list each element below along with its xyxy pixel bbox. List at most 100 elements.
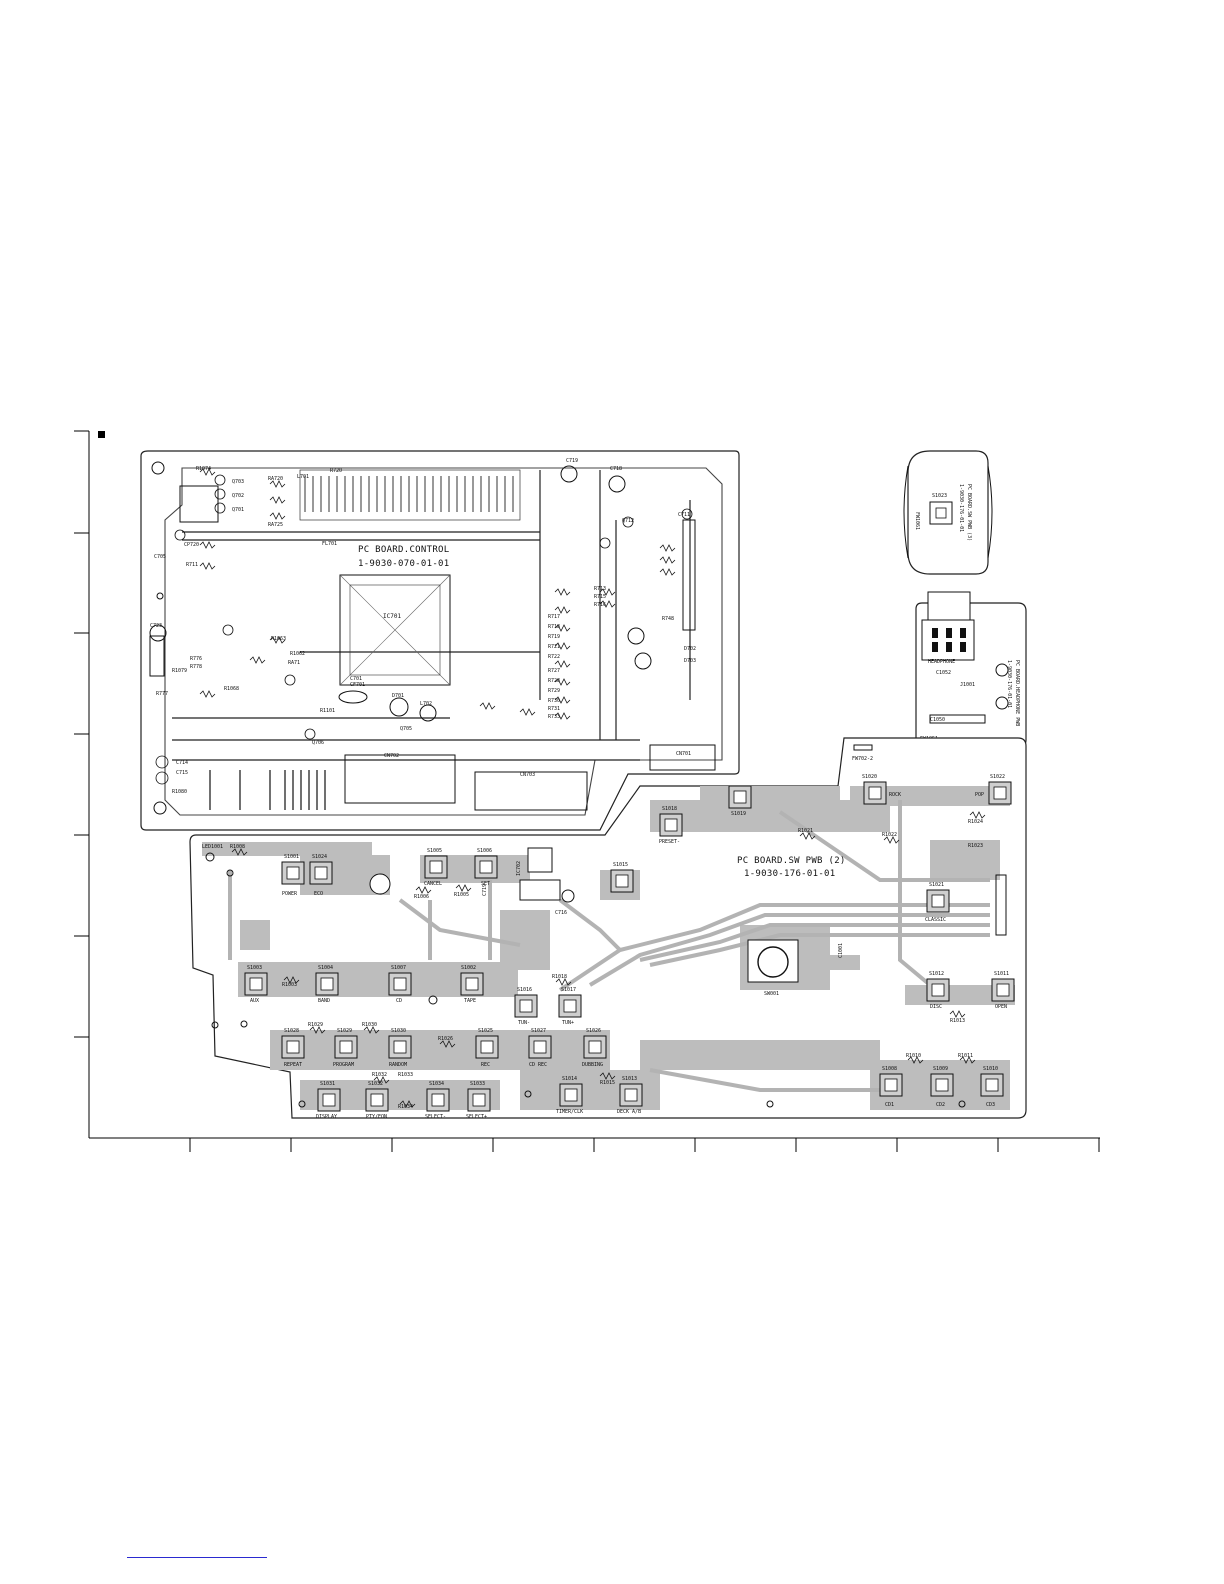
switch-ref: S1031 (320, 1081, 335, 1087)
switch-ref: S1004 (318, 965, 333, 971)
switch-ref: S1028 (284, 1028, 299, 1034)
r1018-label: R1018 (552, 974, 567, 980)
r1022-label: R1022 (882, 832, 897, 838)
switch-s1030-random[interactable]: S1030 RANDOM (388, 1028, 412, 1068)
switch-s1010-cd3[interactable]: S1010 CD3 (980, 1066, 1004, 1108)
s1023-label: S1023 (932, 493, 947, 499)
r1005-label: R1005 (454, 892, 469, 898)
switch-label: DECK A/B (617, 1109, 641, 1115)
switch-s1007-cd[interactable]: S1007 CD (388, 965, 412, 1004)
label-c718: C718 (610, 466, 622, 472)
switch-s1009-cd2[interactable]: S1009 CD2 (930, 1066, 954, 1108)
r1023-label: R1023 (968, 843, 983, 849)
switch-s1019[interactable]: S1019 (728, 785, 752, 817)
switch-s1026-dubbing[interactable]: S1026 DUBBING (582, 1028, 607, 1068)
switch-s1020-rock[interactable]: S1020 ROCK (862, 774, 901, 805)
switch-s1018-preset-minus[interactable]: S1018 PRESET- (659, 806, 683, 845)
switch-label: REPEAT (284, 1062, 302, 1068)
switch-ref: S1014 (562, 1076, 577, 1082)
label-fl701: FL701 (322, 541, 337, 547)
switch-s1005-cancel[interactable]: S1005 CANCEL (424, 848, 448, 887)
label-q705: Q705 (400, 726, 412, 732)
switch-s1024-eco[interactable]: S1024 ECO (309, 854, 333, 897)
sw-board: SW001 IC702 LED1001 FW702-2 PC BOARD.SW … (189, 737, 1027, 1120)
switch-ref: S1010 (983, 1066, 998, 1072)
label-c701: C701 (350, 676, 362, 682)
label-r777: R777 (156, 691, 168, 697)
switch-s1011-open[interactable]: S1011 OPEN (991, 971, 1015, 1010)
r1013-label: R1013 (950, 1018, 965, 1024)
switch-s1033-select-plus[interactable]: S1033 SELECT+ (466, 1081, 491, 1120)
label-l701: L701 (297, 474, 309, 480)
switch-s1029-program[interactable]: S1029 PROGRAM (333, 1028, 358, 1068)
control-board-title: PC BOARD.CONTROL (358, 545, 450, 555)
switch-s1004-band[interactable]: S1004 BAND (315, 965, 339, 1004)
c1001-label: C1001 (838, 943, 844, 958)
switch-ref: S1032 (368, 1081, 383, 1087)
label-r722: R722 (548, 654, 560, 660)
control-board-part-number: 1-9030-070-01-01 (358, 559, 450, 569)
label-r728: R728 (548, 678, 560, 684)
switch-ref: S1011 (994, 971, 1009, 977)
switch-label: CANCEL (424, 881, 442, 887)
switch-s1027-cd-rec[interactable]: S1027 CD REC (528, 1028, 552, 1068)
r1034-label: R1034 (398, 1104, 413, 1110)
switch-label: POWER (282, 891, 298, 897)
switch-s1014-timer-clk[interactable]: S1014 TIMER/CLK (556, 1076, 583, 1115)
r1010-label: R1010 (906, 1053, 921, 1059)
switch-s1002-tape[interactable]: S1002 TAPE (460, 965, 484, 1004)
switch-s1025-rec[interactable]: S1025 REC (475, 1028, 499, 1068)
label-q712: Q712 (622, 518, 634, 524)
switch-s1022-pop[interactable]: S1022 POP (975, 774, 1012, 805)
switch-s1013-deck-ab[interactable]: S1013 DECK A/B (617, 1076, 643, 1115)
ic701-label: IC701 (383, 613, 401, 620)
switch-s1016-tun-minus[interactable]: S1016 TUN- (514, 987, 538, 1026)
label-r1101: R1101 (320, 708, 335, 714)
switch-s1021-classic[interactable]: S1021 CLASSIC (925, 882, 950, 923)
switch-ref: S1026 (586, 1028, 601, 1034)
label-cp720: CP720 (184, 542, 199, 548)
r1033-label: R1033 (398, 1072, 413, 1078)
switch-label: ECO (314, 891, 323, 897)
label-r713: R713 (594, 586, 606, 592)
switch-label: DISPLAY (316, 1114, 337, 1120)
switch-ref: S1024 (312, 854, 327, 860)
label-cn702: CN702 (384, 753, 399, 759)
control-board: IC701 PC BOARD.CONTROL 1-9030-070-01-01 (140, 450, 740, 831)
switch-ref: S1018 (662, 806, 677, 812)
r1003-label: R1003 (282, 982, 297, 988)
label-r730: R730 (548, 698, 560, 704)
small-sw-board-title: PC BOARD.SW PWB (3) (966, 484, 972, 541)
label-ra71: RA71 (288, 660, 300, 666)
switch-ref: S1012 (929, 971, 944, 977)
switch-s1034-select-minus[interactable]: S1034 SELECT- (425, 1081, 450, 1120)
label-q706: Q706 (312, 740, 324, 746)
switch-s1017-tun-plus[interactable]: S1017 TUN+ (558, 987, 582, 1026)
label-r1080: R1080 (172, 789, 187, 795)
switch-label: SELECT+ (466, 1114, 487, 1120)
switch-label: SELECT- (425, 1114, 446, 1120)
switch-s1015[interactable]: S1015 (610, 862, 634, 893)
switch-s1012-disc[interactable]: S1012 DISC (926, 971, 950, 1010)
switch-label: TIMER/CLK (556, 1109, 583, 1115)
sw-board-title: PC BOARD.SW PWB (2) (737, 856, 846, 866)
label-c705: C705 (154, 554, 166, 560)
switch-label: PTY/EON (366, 1114, 387, 1120)
switch-s1001-power[interactable]: S1001 POWER (281, 854, 305, 897)
switch-ref: S1020 (862, 774, 877, 780)
label-c714: C714 (176, 760, 188, 766)
r1024-label: R1024 (968, 819, 983, 825)
switch-s1028-repeat[interactable]: S1028 REPEAT (281, 1028, 305, 1068)
switch-label: CD1 (885, 1102, 894, 1108)
switch-s1008-cd1[interactable]: S1008 CD1 (879, 1066, 903, 1108)
switch-ref: S1022 (990, 774, 1005, 780)
switch-s1032-pty-eon[interactable]: S1032 PTY/EON (365, 1081, 389, 1120)
switch-ref: S1003 (247, 965, 262, 971)
switch-s1006-set[interactable]: S1006 SET (474, 848, 498, 887)
label-l702: L702 (420, 701, 432, 707)
label-r1062: R1062 (290, 651, 305, 657)
switch-s1003-aux[interactable]: S1003 AUX (244, 965, 268, 1004)
switch-s1031-display[interactable]: S1031 DISPLAY (316, 1081, 341, 1120)
sw-board-part-number: 1-9030-176-01-01 (744, 869, 836, 879)
